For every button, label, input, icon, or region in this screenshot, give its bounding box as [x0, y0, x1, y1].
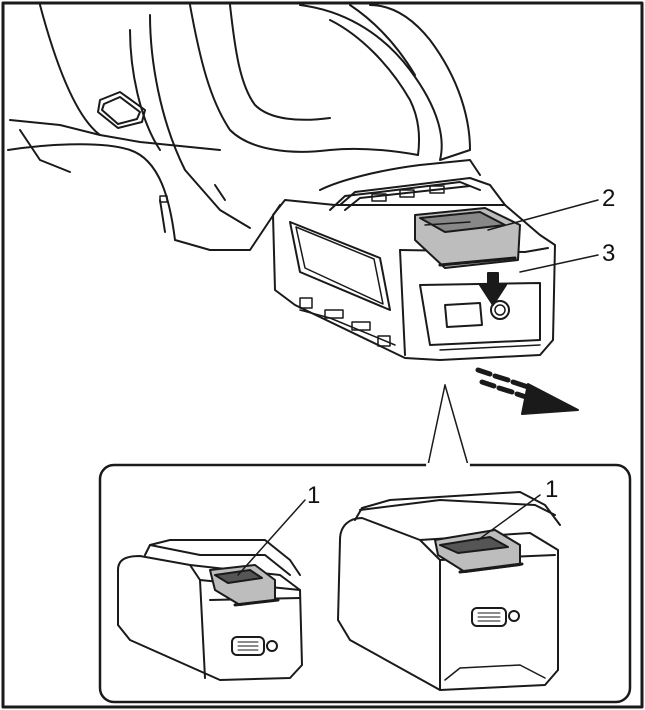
- small-battery: [117, 539, 303, 681]
- indicator-left: [231, 636, 265, 656]
- leader-1-left: [237, 499, 306, 576]
- indicator-main: [444, 302, 483, 328]
- callout-1-left: 1: [307, 482, 321, 509]
- leader-3: [519, 254, 599, 273]
- indicator-right: [471, 607, 507, 627]
- main-battery: [272, 177, 556, 361]
- callout-2: 2: [602, 185, 616, 212]
- handle: [299, 4, 471, 161]
- tool-body: [7, 4, 481, 251]
- callout-1-right: 1: [545, 476, 559, 503]
- leader-1-right: [477, 494, 541, 541]
- zoom-line-right: [444, 384, 469, 466]
- zoom-line-left: [427, 384, 446, 466]
- press-arrow: [479, 272, 507, 306]
- slide-arrow: [475, 367, 579, 415]
- vent-slot: [97, 91, 146, 129]
- leader-2: [487, 199, 599, 231]
- large-battery: [337, 491, 561, 691]
- callout-3: 3: [602, 240, 616, 267]
